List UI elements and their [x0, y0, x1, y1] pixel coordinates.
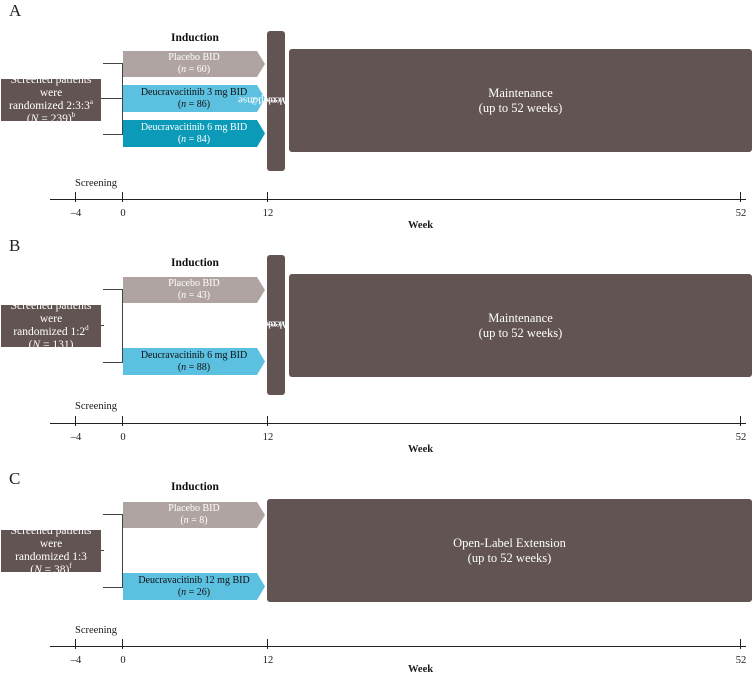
tick-12 [267, 639, 268, 649]
phase-subtitle: (up to 52 weeks) [467, 550, 552, 565]
tick-0 [122, 192, 123, 202]
randomization-connector [103, 514, 123, 588]
tick-label: 52 [735, 208, 747, 219]
arm-deucravacitinib-12mg: Deucravacitinib 12 mg BID (n = 26) [123, 573, 265, 600]
arm-n: (n = 60) [177, 64, 211, 75]
arm-name: Deucravacitinib 6 mg BID [140, 121, 248, 133]
tick-12 [267, 416, 268, 426]
screening-label: Screening [75, 625, 117, 636]
randomization-connector [103, 63, 123, 135]
tick-label: –4 [70, 655, 82, 666]
panel-b: B Induction Screened patients were rando… [1, 236, 752, 455]
tick-label: –4 [70, 208, 82, 219]
axis-title: Week [408, 444, 434, 455]
tick-minus4 [75, 416, 76, 426]
randomization-n: (N = 38)f [30, 562, 72, 576]
arm-name: Deucravacitinib 12 mg BID [138, 574, 250, 586]
arm-n: (n = 43) [177, 290, 211, 301]
maintenance-box: Maintenance (up to 52 weeks) [289, 49, 752, 152]
arm-n: (n = 86) [177, 98, 211, 110]
axis-title: Week [408, 220, 434, 231]
axis-title: Week [408, 664, 434, 675]
panel-label: C [9, 469, 21, 488]
panel-label: A [9, 1, 22, 20]
week-axis [50, 646, 746, 647]
phase-subtitle: (up to 52 weeks) [478, 325, 563, 340]
arm-n: (n = 8) [180, 515, 208, 526]
tick-label: 12 [262, 432, 274, 443]
arm-placebo: Placebo BID (n = 60) [123, 51, 265, 77]
week-axis [50, 423, 746, 424]
arm-n: (n = 26) [177, 586, 211, 598]
randomization-line2: randomized 2:3:3a [9, 98, 93, 112]
randomization-line1: Screened patients were [10, 300, 92, 325]
phase-title: Open-Label Extension [453, 535, 566, 550]
panel-label: B [9, 236, 21, 255]
randomization-n: (N = 131) [28, 339, 74, 351]
tick-52 [740, 416, 741, 426]
tick-label: 12 [262, 208, 274, 219]
arm-deucravacitinib-3mg: Deucravacitinib 3 mg BID (n = 86) [123, 85, 265, 112]
tick-label: –4 [70, 432, 82, 443]
randomization-line1: Screened patients were [10, 74, 92, 99]
randomization-box: Screened patients were randomized 2:3:3a… [1, 74, 101, 125]
screening-label: Screening [75, 401, 117, 412]
panel-a: A Induction Screened patients were rando… [0, 0, 754, 231]
arm-placebo: Placebo BID (n = 8) [123, 502, 265, 528]
tick-12 [267, 192, 268, 202]
tick-minus4 [75, 639, 76, 649]
randomization-box: Screened patients were randomized 1:2d (… [1, 300, 101, 351]
randomization-stub [101, 550, 104, 551]
tick-52 [740, 639, 741, 649]
arm-name: Placebo BID [168, 52, 220, 63]
randomization-line1: Screened patients were [10, 525, 92, 550]
phase-subtitle: (up to 52 weeks) [478, 100, 563, 115]
week-axis [50, 199, 746, 200]
arm-stub [104, 98, 122, 99]
tick-0 [122, 416, 123, 426]
tick-label: 0 [120, 208, 126, 219]
randomization-connector [103, 289, 123, 363]
phase-title: Maintenance [488, 310, 553, 325]
arm-n: (n = 84) [177, 133, 211, 145]
arm-deucravacitinib-6mg: Deucravacitinib 6 mg BID (n = 88) [123, 348, 265, 375]
phase-title: Maintenance [488, 85, 553, 100]
arm-placebo: Placebo BID (n = 43) [123, 277, 265, 303]
tick-label: 12 [262, 655, 274, 666]
arm-deucravacitinib-6mg: Deucravacitinib 6 mg BID (n = 84) [123, 120, 265, 147]
randomization-stub [101, 98, 104, 99]
arm-name: Deucravacitinib 6 mg BID [140, 349, 248, 361]
tick-label: 0 [120, 655, 126, 666]
randomization-line2: randomized 1:2d [13, 324, 89, 338]
randomization-n: (N = 239)b [26, 111, 76, 125]
arm-name: Placebo BID [168, 503, 220, 514]
maintenance-box: Maintenance (up to 52 weeks) [289, 274, 752, 377]
tick-52 [740, 192, 741, 202]
tick-label: 0 [120, 432, 126, 443]
arm-name: Placebo BID [168, 278, 220, 289]
tick-label: 52 [735, 655, 747, 666]
randomization-line2: randomized 1:3 [15, 551, 87, 563]
arm-name: Deucravacitinib 3 mg BID [140, 86, 248, 98]
tick-0 [122, 639, 123, 649]
induction-title: Induction [171, 481, 219, 493]
randomization-stub [101, 325, 104, 326]
tick-minus4 [75, 192, 76, 202]
randomization-box: Screened patients were randomized 1:3 (N… [1, 525, 101, 576]
induction-title: Induction [171, 32, 219, 44]
induction-title: Induction [171, 257, 219, 269]
open-label-extension-box: Open-Label Extension (up to 52 weeks) [267, 499, 752, 602]
tick-label: 52 [735, 432, 747, 443]
screening-label: Screening [75, 178, 117, 189]
arm-n: (n = 88) [177, 361, 211, 373]
